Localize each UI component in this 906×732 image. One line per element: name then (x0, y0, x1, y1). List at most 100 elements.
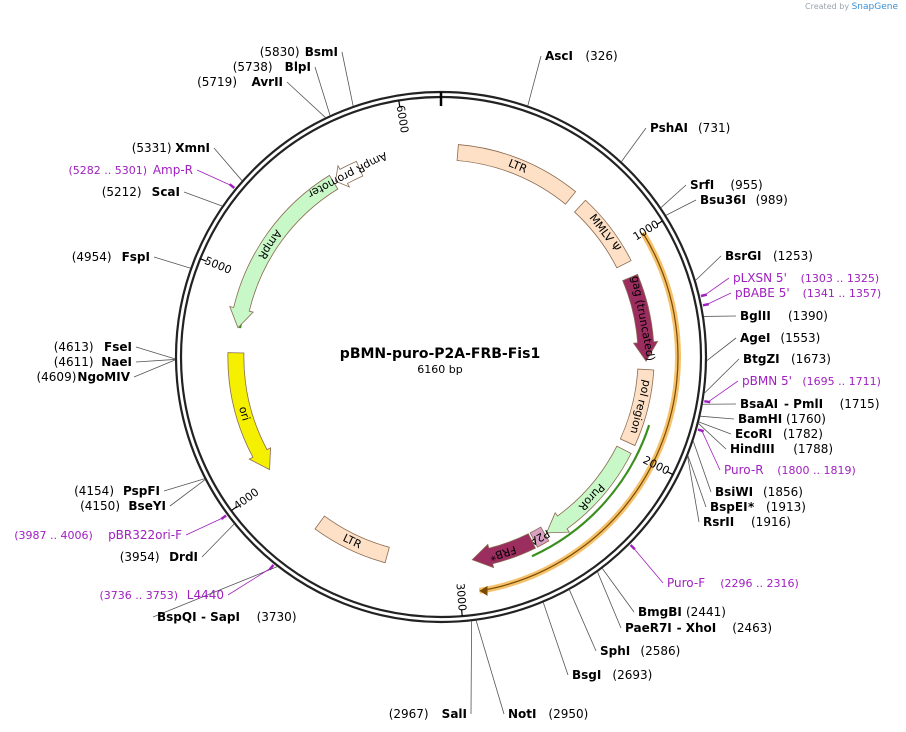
primer-mark (700, 293, 708, 298)
enzyme-site[interactable]: XmnI(5331) (132, 141, 210, 155)
primer-range: (3987 .. 4006) (14, 529, 93, 542)
feature-arrow[interactable] (456, 144, 577, 205)
enzyme-lead (135, 359, 176, 363)
enzyme-name: Bsu36I (700, 193, 746, 207)
feature-label: AmpR promoter (305, 149, 389, 201)
enzyme-position: (1673) (791, 352, 831, 366)
feature-arrow[interactable] (529, 526, 550, 548)
enzyme-site[interactable]: DrdI(3954) (120, 550, 198, 564)
feature-arrow[interactable] (334, 160, 364, 188)
enzyme-site[interactable]: SalI(2967) (389, 707, 467, 721)
primer-site[interactable]: pLXSN 5'(1303 .. 1325) (733, 271, 879, 285)
enzyme-position: (731) (698, 121, 730, 135)
enzyme-name: AgeI (740, 331, 770, 345)
primer-range: (1800 .. 1819) (777, 464, 856, 477)
primer-lead (633, 547, 664, 584)
enzyme-site[interactable]: SrfI(955) (690, 178, 763, 192)
primer-name: Amp-R (153, 163, 193, 177)
enzyme-site[interactable]: BsaAI- PmlI(1715) (740, 397, 880, 411)
enzyme-lead (706, 337, 737, 361)
enzyme-site[interactable]: BmgBI(2441) (638, 605, 726, 619)
enzyme-lead (341, 51, 354, 107)
primer-site[interactable]: Puro-R (1800 .. 1819) (724, 463, 856, 477)
enzyme-name: HindIII (730, 442, 775, 456)
feature-label: ori (236, 405, 252, 422)
primer-name: Puro-R (724, 463, 764, 477)
enzyme-position: (4613) (54, 340, 94, 354)
enzyme-site[interactable]: PshAI(731) (650, 121, 730, 135)
enzyme-lead (687, 455, 707, 508)
enzyme-site[interactable]: NgoMIV(4609) (36, 370, 130, 384)
enzyme-site[interactable]: RsrII(1916) (703, 515, 791, 529)
primer-range: (1341 .. 1357) (803, 287, 882, 300)
enzyme-site[interactable]: BsgI(2693) (572, 668, 652, 682)
tick-label: 3000 (454, 583, 469, 612)
enzyme-position: (2950) (548, 707, 588, 721)
feature-arrow[interactable] (314, 515, 390, 564)
enzyme-lead (163, 478, 205, 492)
enzyme-lead (542, 602, 569, 676)
feature-arrow[interactable] (619, 368, 655, 447)
primer-range: (3736 .. 3753) (99, 589, 178, 602)
enzyme-site[interactable]: SphI(2586) (600, 644, 680, 658)
primer-name: pBMN 5' (742, 374, 792, 388)
enzyme-position: (955) (730, 178, 762, 192)
enzyme-site[interactable]: NotI(2950) (508, 707, 588, 721)
enzyme-site[interactable]: PaeR7I- XhoI(2463) (625, 621, 772, 635)
primer-site[interactable]: pBABE 5'(1341 .. 1357) (735, 286, 881, 300)
enzyme-site[interactable]: BtgZI(1673) (743, 352, 831, 366)
enzyme-position: (5331) (132, 141, 172, 155)
enzyme-site[interactable]: BspEI*(1913) (710, 500, 806, 514)
enzyme-lead (698, 421, 732, 435)
enzyme-site[interactable]: BglII(1390) (740, 309, 828, 323)
primer-site[interactable]: Puro-F(2296 .. 2316) (667, 576, 799, 590)
enzyme-site[interactable]: BlpI(5738) (233, 60, 311, 74)
enzyme-lead (695, 255, 722, 281)
enzyme-site[interactable]: BseYI(4150) (80, 499, 166, 513)
primer-site[interactable]: pBMN 5'(1695 .. 1711) (742, 374, 881, 388)
primer-lead (227, 567, 272, 596)
primer-site[interactable]: Amp-R(5282 .. 5301) (68, 163, 193, 177)
enzyme-lead (470, 621, 472, 715)
enzyme-lead (201, 523, 235, 558)
enzyme-site[interactable]: FspI(4954) (72, 250, 150, 264)
feature-arrow[interactable] (229, 174, 339, 329)
enzyme-site[interactable]: AvrII(5719) (197, 75, 283, 89)
feature-arrow[interactable] (471, 533, 536, 569)
enzyme-site[interactable]: HindIII(1788) (730, 442, 833, 456)
feature-arrow[interactable] (227, 352, 271, 471)
primer-site[interactable]: pBR322ori-F (3987 .. 4006) (14, 528, 182, 542)
enzyme-lead (700, 415, 735, 420)
enzyme-site[interactable]: EcoRI(1782) (735, 427, 823, 441)
enzyme-site[interactable]: BsrGI(1253) (725, 249, 813, 263)
primer-mark (704, 399, 711, 404)
tick-label: 4000 (231, 486, 261, 513)
enzyme-site[interactable]: PspFI(4154) (74, 484, 160, 498)
feature-arrow[interactable] (545, 445, 632, 534)
labels-layer: AscI(326)PshAI(731)SrfI(955)Bsu36I(989)B… (14, 45, 881, 721)
primer-site[interactable]: L4440(3736 .. 3753) (99, 588, 224, 602)
enzyme-site[interactable]: ScaI(5212) (102, 185, 180, 199)
enzyme-name: BsiWI (715, 485, 753, 499)
tick-mark (666, 470, 674, 476)
feature-arrow[interactable] (574, 199, 632, 269)
enzyme-site[interactable]: BspQI- SapI(3730) (157, 610, 297, 624)
enzyme-site[interactable]: BsmI(5830) (260, 45, 338, 59)
enzyme-site[interactable]: BsiWI(1856) (715, 485, 803, 499)
plasmid-size: 6160 bp (417, 363, 462, 376)
enzyme-site[interactable]: BamHI(1760) (738, 412, 826, 426)
enzyme-site[interactable]: Bsu36I(989) (700, 193, 788, 207)
enzyme-site[interactable]: AscI(326) (545, 49, 618, 63)
primer-name: pBR322ori-F (108, 528, 182, 542)
enzyme-site[interactable]: NaeI(4611) (54, 355, 132, 369)
feature-arrow[interactable] (622, 273, 659, 362)
primer-lead (706, 292, 732, 305)
enzyme-name: DrdI (169, 550, 198, 564)
enzyme-lead (183, 191, 223, 207)
enzyme-lead (692, 441, 712, 493)
enzyme-site[interactable]: AgeI(1553) (740, 331, 820, 345)
enzyme-position: (4611) (54, 355, 94, 369)
enzyme-site[interactable]: FseI(4613) (54, 340, 132, 354)
enzyme-name: FspI (122, 250, 150, 264)
